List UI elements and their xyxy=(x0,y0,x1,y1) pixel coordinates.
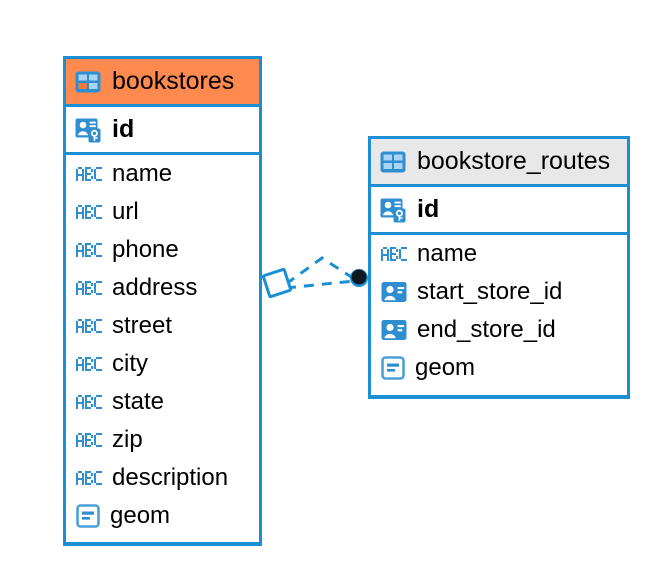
entity-title: bookstores xyxy=(112,67,235,95)
field-row-description[interactable]: description xyxy=(66,459,259,497)
field-row-state[interactable]: state xyxy=(66,383,259,421)
abc-text-icon xyxy=(76,431,102,449)
field-label: city xyxy=(112,350,148,377)
foreign-key-icon xyxy=(381,317,407,343)
field-row-primary-key[interactable]: id xyxy=(66,107,259,155)
field-label: name xyxy=(112,160,173,187)
field-label: url xyxy=(112,198,139,225)
geometry-icon xyxy=(381,356,405,380)
abc-text-icon xyxy=(76,393,102,411)
field-row-geom[interactable]: geom xyxy=(371,349,627,387)
field-label: id xyxy=(417,195,440,223)
field-row-address[interactable]: address xyxy=(66,269,259,307)
field-label: name xyxy=(417,240,478,267)
entity-bookstore-routes[interactable]: bookstore_routes id xyxy=(368,136,630,399)
geometry-icon xyxy=(76,504,100,528)
field-row-primary-key[interactable]: id xyxy=(371,187,627,235)
field-label: geom xyxy=(110,502,171,529)
abc-text-icon xyxy=(76,241,102,259)
field-row-city[interactable]: city xyxy=(66,345,259,383)
filled-circle-marker[interactable] xyxy=(350,269,368,287)
field-label: description xyxy=(112,464,229,491)
abc-text-icon xyxy=(76,355,102,373)
entity-header-bookstore-routes[interactable]: bookstore_routes xyxy=(371,139,627,187)
field-label: state xyxy=(112,388,165,415)
field-row-geom[interactable]: geom xyxy=(66,497,259,535)
field-row-start-store-id[interactable]: start_store_id xyxy=(371,273,627,311)
table-icon xyxy=(380,149,406,175)
field-label: geom xyxy=(415,354,476,381)
abc-text-icon xyxy=(76,317,102,335)
field-row-name[interactable]: name xyxy=(371,235,627,273)
field-label: start_store_id xyxy=(417,278,563,305)
field-label: phone xyxy=(112,236,179,263)
abc-text-icon xyxy=(76,279,102,297)
field-row-url[interactable]: url xyxy=(66,193,259,231)
entity-title: bookstore_routes xyxy=(417,147,611,175)
field-row-name[interactable]: name xyxy=(66,155,259,193)
field-row-street[interactable]: street xyxy=(66,307,259,345)
primary-key-icon xyxy=(75,117,101,143)
field-row-end-store-id[interactable]: end_store_id xyxy=(371,311,627,349)
abc-text-icon xyxy=(381,245,407,263)
abc-text-icon xyxy=(76,165,102,183)
foreign-key-icon xyxy=(381,279,407,305)
diamond-marker[interactable] xyxy=(261,267,293,299)
field-label: end_store_id xyxy=(417,316,556,343)
relationship-line-lower[interactable] xyxy=(285,279,355,290)
relationship-line-upper[interactable] xyxy=(285,256,357,286)
primary-key-icon xyxy=(380,197,406,223)
entity-header-bookstores[interactable]: bookstores xyxy=(66,59,259,107)
field-row-zip[interactable]: zip xyxy=(66,421,259,459)
field-label: address xyxy=(112,274,198,301)
table-icon xyxy=(75,69,101,95)
field-label: zip xyxy=(112,426,143,453)
entity-bookstores[interactable]: bookstores id xyxy=(63,56,262,546)
field-row-phone[interactable]: phone xyxy=(66,231,259,269)
field-label: street xyxy=(112,312,173,339)
field-label: id xyxy=(112,115,135,143)
abc-text-icon xyxy=(76,469,102,487)
abc-text-icon xyxy=(76,203,102,221)
